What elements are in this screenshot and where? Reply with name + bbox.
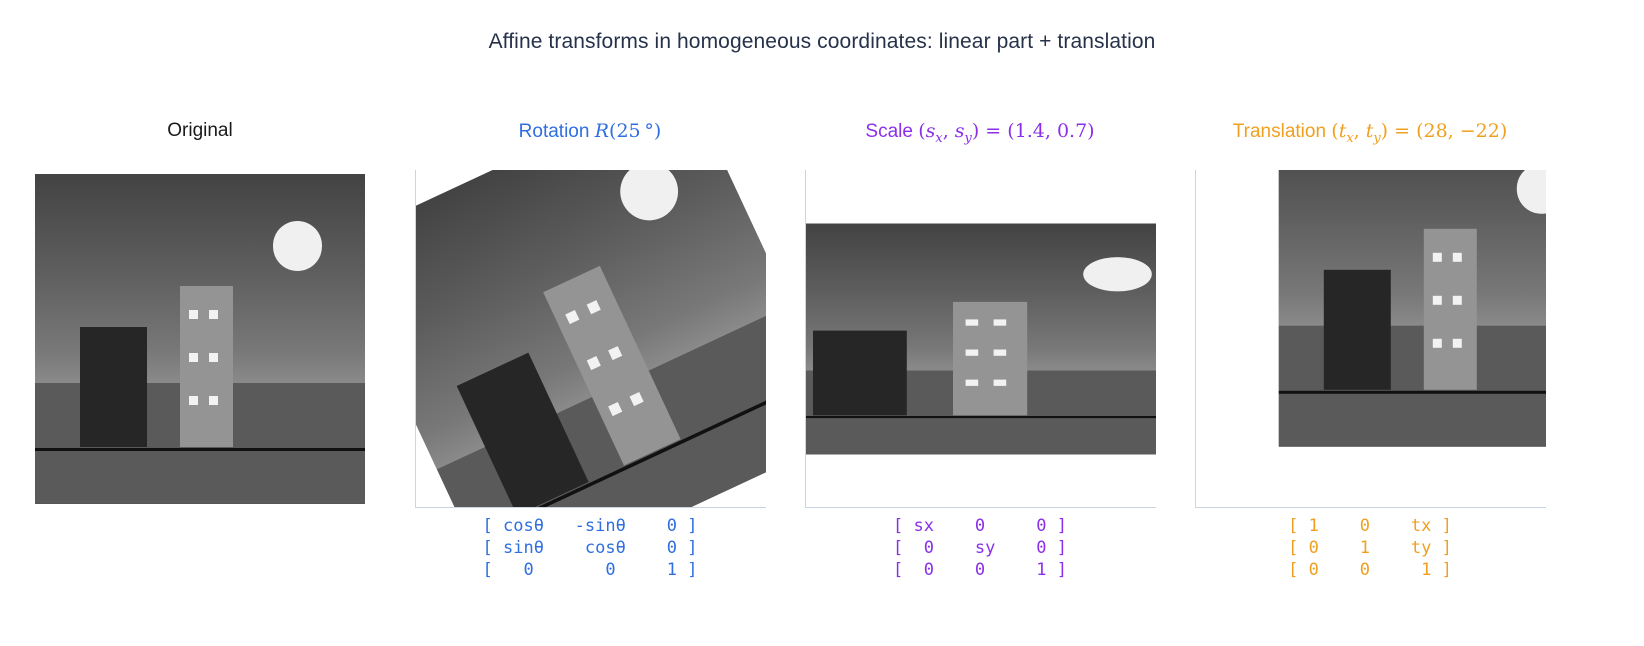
matrix-row: [ 0 0 1 ] (482, 560, 698, 580)
image-translated (1278, 170, 1546, 447)
matrix-rotation: [ cosθ -sinθ 0 ] [ sinθ cosθ 0 ] [ 0 0 1… (400, 515, 780, 581)
building-window (993, 318, 1007, 326)
building-window (1452, 253, 1462, 263)
road-line (35, 448, 365, 452)
panel-title-scale: Scale (sx, sy) = (1.4, 0.7) (790, 120, 1170, 146)
building-window (966, 378, 979, 386)
axes-original (25, 170, 375, 507)
scale-sy: s (954, 120, 965, 142)
panel-scale: Scale (sx, sy) = (1.4, 0.7) [ sx 0 0 ] [… (790, 115, 1170, 615)
image-original (35, 173, 365, 504)
matrix-row: [ cosθ -sinθ 0 ] (482, 516, 698, 536)
building-window (189, 310, 199, 320)
building-window (1433, 253, 1443, 263)
building-window (208, 310, 218, 320)
panel-translation: Translation (tx, ty) = (28, −22) [ 1 0 t… (1180, 115, 1560, 615)
axes-rotation (415, 170, 766, 508)
scale-sx-sub: x (935, 130, 943, 146)
matrix-row: [ sx 0 0 ] (893, 516, 1067, 536)
building-window (993, 348, 1007, 356)
panel-title-translation: Translation (tx, ty) = (28, −22) (1180, 120, 1560, 146)
panel-title-rotation: Rotation R(25 °) (400, 120, 780, 143)
matrix-row: [ 0 sy 0 ] (893, 538, 1067, 558)
building-window (1433, 296, 1443, 306)
building-window (1452, 296, 1462, 306)
building-dark (79, 326, 148, 448)
rotation-args: (25 °) (609, 120, 662, 142)
building-window (1452, 339, 1462, 349)
translation-values: ) = (28, −22) (1380, 120, 1508, 142)
scale-label: Scale (865, 121, 919, 142)
figure-suptitle: Affine transforms in homogeneous coordin… (488, 30, 1156, 53)
matrix-row: [ 1 0 tx ] (1288, 516, 1452, 536)
translation-tx-sub: x (1346, 130, 1354, 146)
translation-tx: t (1338, 120, 1347, 142)
image-rotated (416, 170, 766, 507)
road-line (806, 415, 1156, 418)
matrix-scale: [ sx 0 0 ] [ 0 sy 0 ] [ 0 0 1 ] (790, 515, 1170, 581)
scale-sy-sub: y (964, 130, 972, 146)
road-line (1278, 390, 1546, 394)
scale-sx: s (925, 120, 936, 142)
translation-label: Translation (1232, 121, 1332, 142)
scale-values: ) = (1.4, 0.7) (971, 120, 1095, 142)
matrix-row: [ 0 1 ty ] (1288, 538, 1452, 558)
panel-rotation: Rotation R(25 °) [ cosθ -sinθ 0 ] [ sinθ… (400, 115, 780, 615)
ground-band (1278, 325, 1546, 447)
building-light (1423, 228, 1477, 391)
building-dark (812, 330, 908, 415)
building-light (180, 285, 233, 448)
rotation-symbol: R (594, 120, 610, 142)
translation-ty: t (1365, 120, 1374, 142)
building-window (189, 353, 199, 363)
paren-open: ( (1331, 120, 1339, 142)
paren-open: ( (918, 120, 926, 142)
moon-icon (272, 221, 323, 271)
building-window (208, 353, 218, 363)
panel-title-original: Original (10, 120, 390, 142)
building-window (993, 378, 1007, 386)
building-light (953, 301, 1028, 415)
image-scaled (806, 223, 1156, 454)
matrix-translation: [ 1 0 tx ] [ 0 1 ty ] [ 0 0 1 ] (1180, 515, 1560, 581)
building-window (966, 348, 979, 356)
building-window (966, 318, 979, 326)
matrix-row: [ 0 0 1 ] (893, 560, 1067, 580)
moon-icon (1082, 256, 1152, 292)
comma: , (942, 120, 955, 142)
comma: , (1353, 120, 1366, 142)
building-dark (1323, 269, 1391, 391)
rotation-label: Rotation (518, 121, 595, 142)
sky-gradient (1278, 170, 1546, 326)
building-window (208, 396, 218, 406)
panel-title-text: Original (167, 120, 233, 141)
matrix-row: [ sinθ cosθ 0 ] (482, 538, 698, 558)
panel-original: Original (10, 115, 390, 615)
building-window (189, 396, 199, 406)
axes-translation (1195, 170, 1546, 508)
matrix-row: [ 0 0 1 ] (1288, 560, 1452, 580)
axes-scale (805, 170, 1156, 508)
building-window (1433, 339, 1443, 349)
translation-ty-sub: y (1373, 130, 1381, 146)
